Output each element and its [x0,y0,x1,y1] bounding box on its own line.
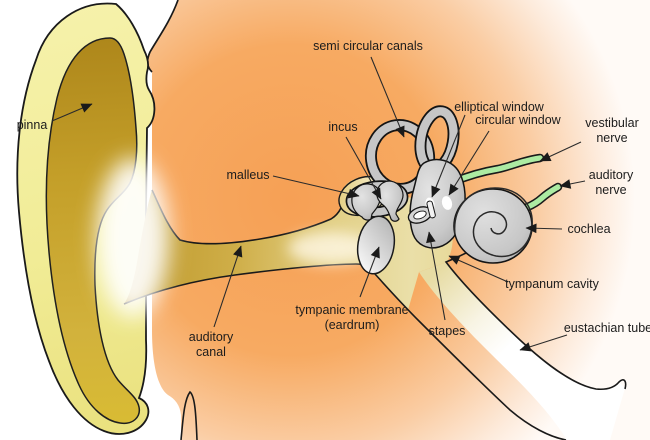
label-arrow-tympanic-membrane [359,246,380,298]
label-arrow-auditory-canal [213,245,243,328]
label-text-eustachian-tube: eustachian tube [564,321,650,335]
label-text-tympanic-membrane: tympanic membrane(eardrum) [295,303,408,332]
label-arrow-malleus [272,175,360,199]
label-arrow-pinna [51,103,93,122]
vestibular-nerve-shape [448,153,545,187]
concha-highlight [97,158,169,318]
label-malleus: malleus [226,168,360,199]
label-text-elliptical-window: elliptical window [454,100,545,114]
label-arrow-cochlea [525,223,563,234]
concha-shape [45,37,141,425]
label-elliptical-window: elliptical window [431,100,545,198]
label-arrow-incus [345,136,382,200]
label-incus: incus [328,120,382,200]
label-arrow-vestibular-nerve [539,141,582,162]
vestibule-shape [409,158,466,249]
canal-upper-outline [151,189,342,245]
label-arrow-tympanum-cavity [448,255,509,283]
label-semi-circular-canals: semi circular canals [313,39,423,138]
label-text-semi-circular-canals: semi circular canals [313,39,423,53]
cochlea-spiral [454,187,533,258]
labels-layer: pinna semi circular canals incus malleus ell… [17,39,650,359]
label-stapes: stapes [426,231,466,338]
cochlea-shape [453,187,533,264]
incus-shape [376,180,404,222]
canal-highlight [288,232,372,264]
stapes-shape [407,200,436,224]
label-arrow-circular-window [448,130,490,196]
eustachian-tube-upper-outline [444,251,627,391]
label-arrow-auditory-nerve [559,179,586,189]
label-circular-window: circular window [448,113,562,196]
label-arrow-eustachian-tube [519,334,568,352]
label-tympanic-membrane: tympanic membrane(eardrum) [295,246,409,332]
label-arrow-stapes [426,231,446,321]
label-arrow-semi-circular-canals [370,56,405,138]
circular-window-shape [441,196,453,210]
label-text-cochlea: cochlea [567,222,610,236]
label-text-tympanum-cavity: tympanum cavity [505,277,600,291]
label-cochlea: cochlea [525,222,611,236]
label-text-incus: incus [328,120,357,134]
tympanic-membrane-shape [356,215,396,275]
label-eustachian-tube: eustachian tube [519,321,650,352]
jaw-ridge-outline [180,390,198,440]
label-pinna: pinna [17,103,93,132]
label-text-stapes: stapes [429,324,466,338]
label-text-pinna: pinna [17,118,48,132]
label-arrow-elliptical-window [431,114,466,198]
label-text-malleus: malleus [226,168,269,182]
label-tympanum-cavity: tympanum cavity [448,255,600,291]
label-text-circular-window: circular window [475,113,561,127]
